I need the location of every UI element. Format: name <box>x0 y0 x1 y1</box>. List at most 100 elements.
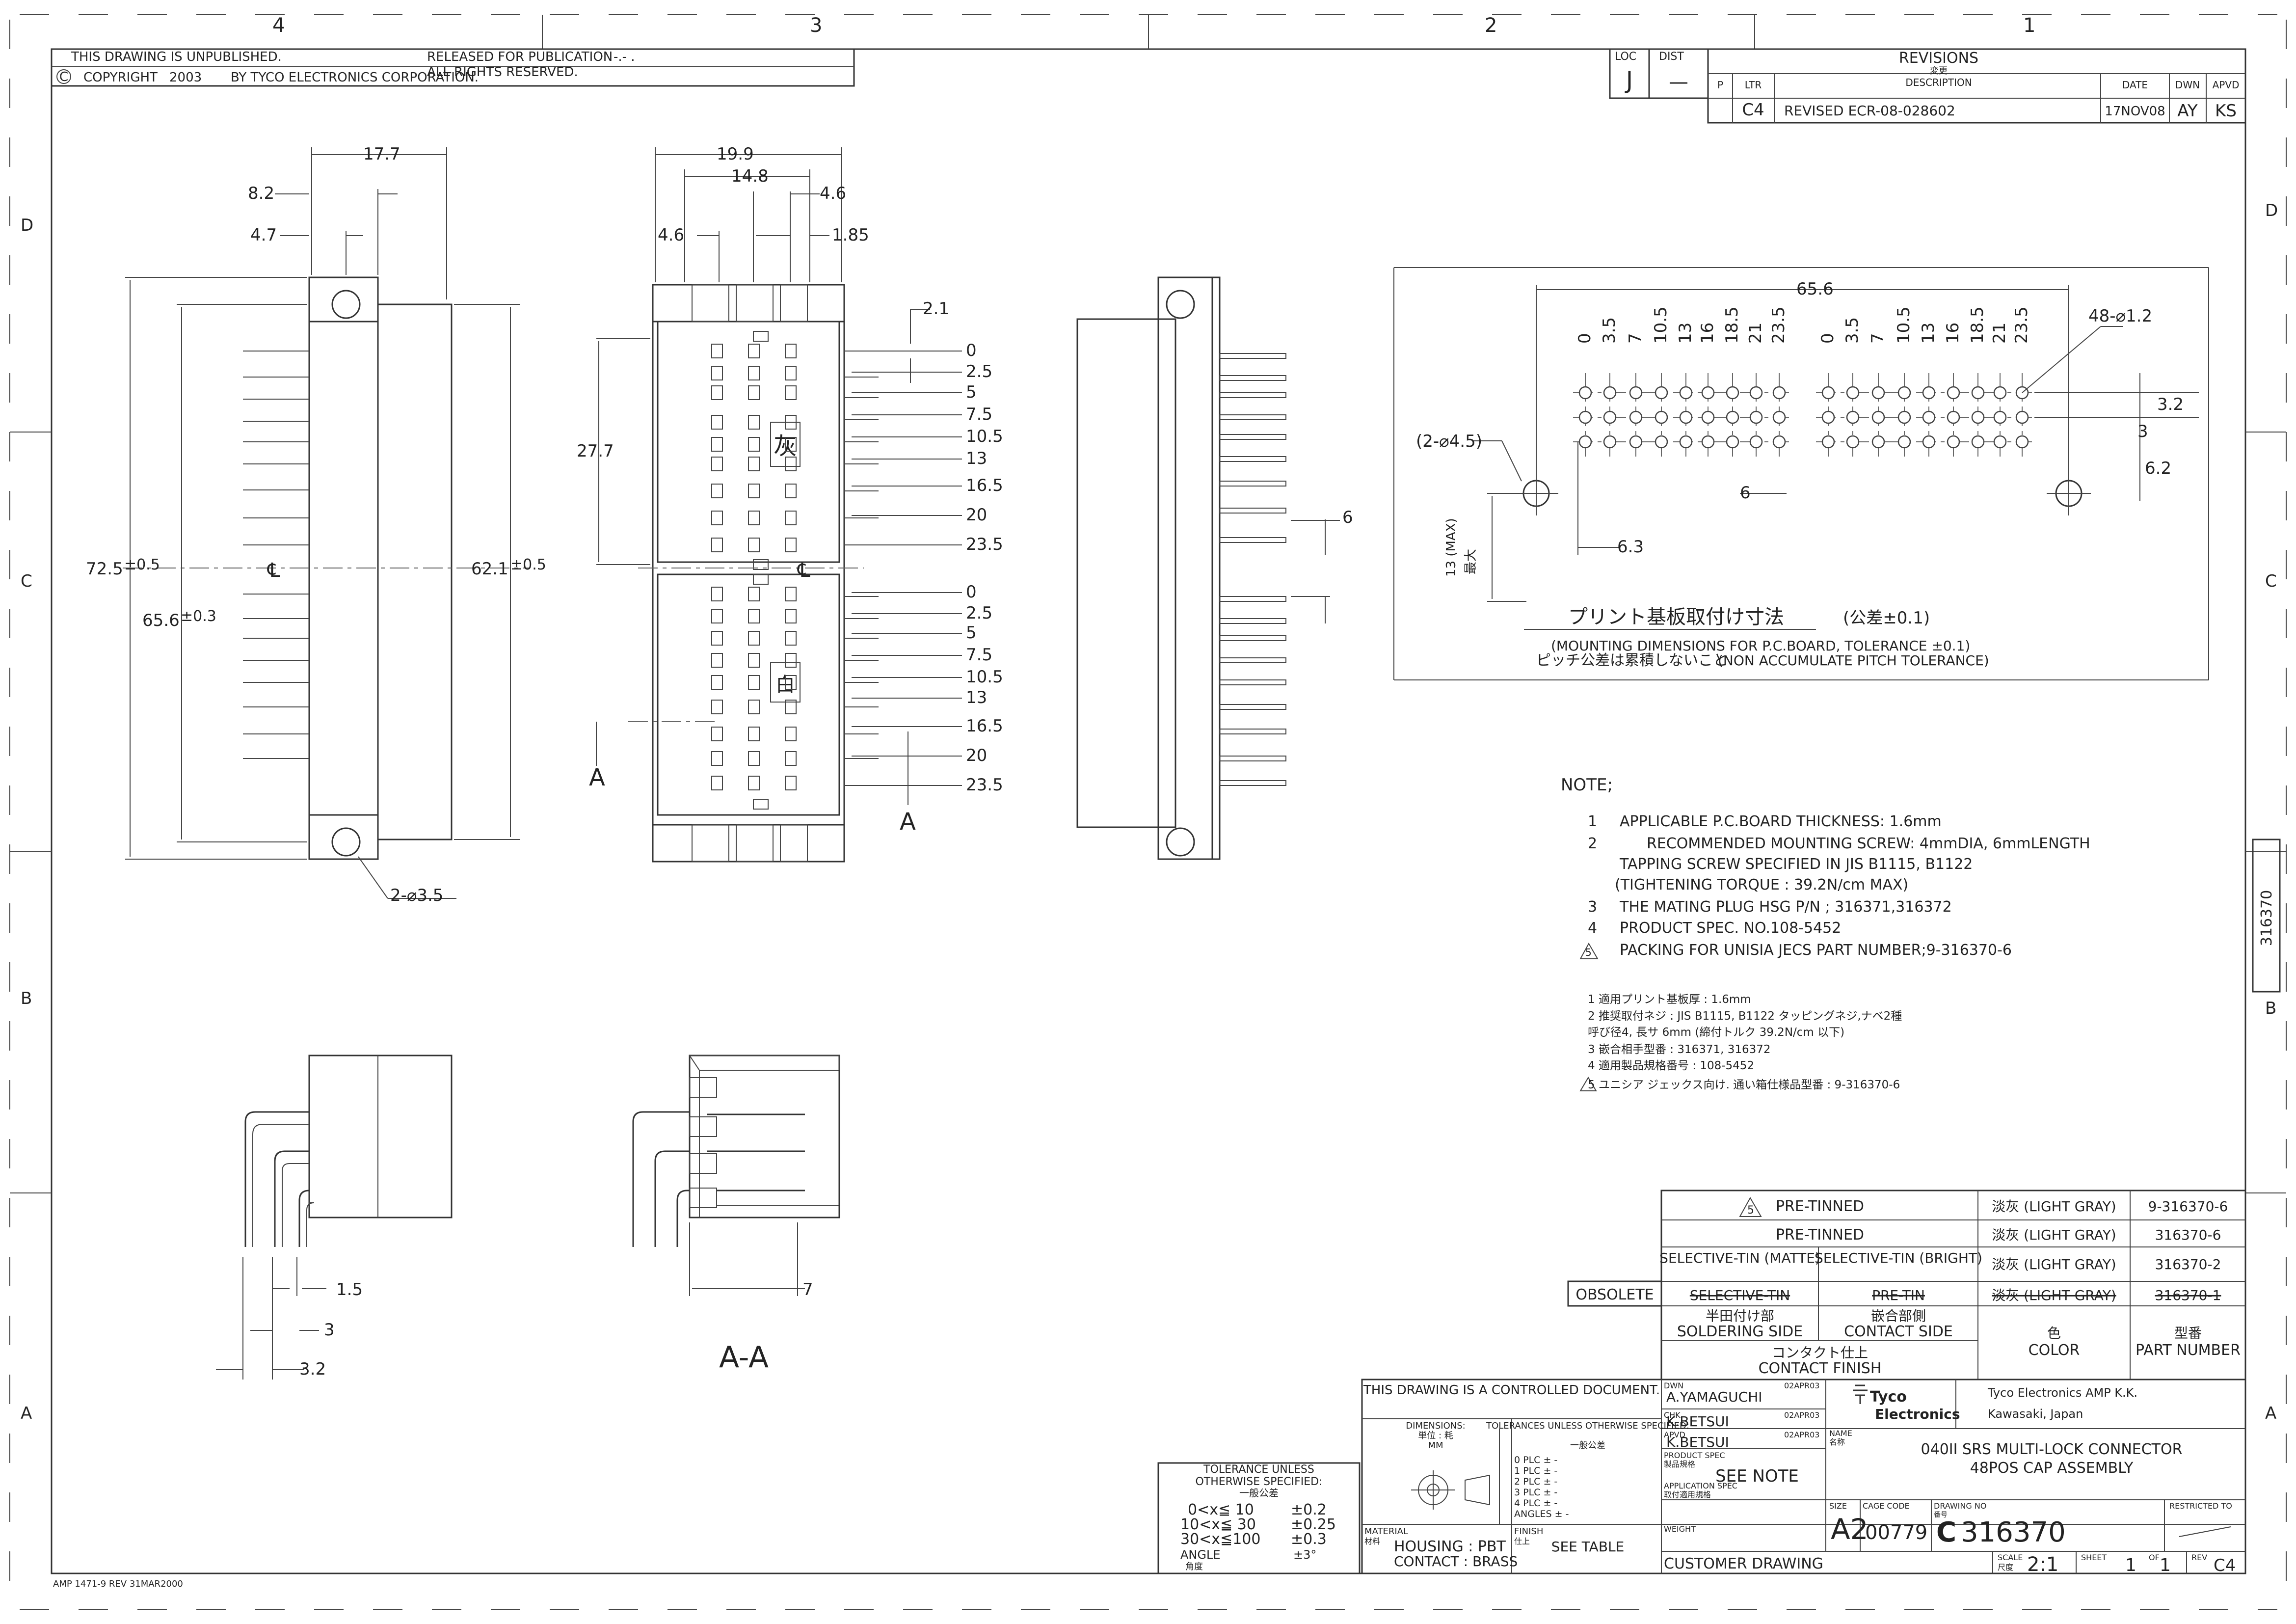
pcb-holes-callout: 48-⌀1.2 <box>2088 306 2152 326</box>
side-pin <box>1219 375 1286 381</box>
color-row-3: 淡灰 (LIGHT GRAY) <box>1992 1256 2116 1272</box>
pcb-title-jp: プリント基板取付け寸法 <box>1568 606 1784 628</box>
pcb-hole <box>1922 435 1936 449</box>
pcb-hole <box>1947 435 1960 449</box>
pitch-label: 13 <box>966 688 987 707</box>
zone-row-b-right: B <box>2265 999 2276 1018</box>
revisions-title: REVISIONS <box>1899 50 1978 67</box>
h-pn-jp: 型番 <box>2174 1325 2202 1341</box>
finish-table: OBSOLETE 5 PRE-TINNED PRE-TINNED SELECTI… <box>1567 1190 2246 1380</box>
dwg-no-jp: 番号 <box>1934 1511 1948 1519</box>
h-contact: CONTACT SIDE <box>1844 1323 1953 1340</box>
pin-cavity <box>711 587 723 601</box>
product-spec-jp: 製品規格 <box>1664 1460 1695 1469</box>
pcb-hole <box>1993 435 2007 449</box>
pitch-label: 20 <box>966 505 987 525</box>
tol-title: TOLERANCE UNLESS <box>1203 1463 1314 1476</box>
pcb-hole <box>1821 386 1835 400</box>
see-note: SEE NOTE <box>1715 1466 1799 1486</box>
rev-col-dwn: DWN <box>2175 79 2200 91</box>
tol-range-4: ANGLE <box>1180 1548 1221 1562</box>
dwn-date: 02APR03 <box>1784 1381 1819 1390</box>
notes-title: NOTE; <box>1561 775 1613 795</box>
dim-4-7: 4.7 <box>250 225 277 245</box>
copyright-year: 2003 <box>169 70 202 85</box>
of-value: 1 <box>2160 1555 2171 1575</box>
drawing-name-2: 48POS CAP ASSEMBLY <box>1970 1460 2134 1477</box>
pcb-hole <box>1679 435 1693 449</box>
side-view-pins <box>1219 353 1286 786</box>
sheet-label: SHEET <box>2081 1553 2107 1562</box>
pin-cavity <box>711 751 723 766</box>
material-housing: HOUSING : PBT <box>1394 1538 1506 1555</box>
company-name: Tyco Electronics AMP K.K. <box>1987 1386 2137 1400</box>
form-footer: AMP 1471-9 REV 31MAR2000 <box>53 1579 183 1589</box>
pin-cavity <box>748 457 760 471</box>
side-pin <box>1219 635 1286 641</box>
side-pin <box>1219 780 1286 786</box>
side-pin <box>1219 657 1286 663</box>
name-jp: 名称 <box>1829 1437 1845 1447</box>
pcb-hole <box>1701 435 1715 449</box>
color-row-4: 淡灰 (LIGHT GRAY) <box>1992 1287 2116 1303</box>
dim-72-5-tol: ±0.5 <box>124 556 160 573</box>
rev-col-date: DATE <box>2122 79 2148 91</box>
dim-65-6: 65.6 <box>142 611 180 630</box>
tol-range-1: 0<x≦ 10 <box>1188 1501 1254 1518</box>
pin-cavity <box>785 675 797 690</box>
tol-angle-jp: 角度 <box>1185 1562 1203 1572</box>
pitch-label: 5 <box>966 623 977 643</box>
pcb-hole <box>1749 435 1763 449</box>
pin-cavity <box>748 675 760 690</box>
side-pin <box>1219 537 1286 543</box>
pcb-holes <box>1573 373 2032 457</box>
tol-range-2: 10<x≦ 30 <box>1180 1516 1256 1533</box>
note-jp-flag-icon <box>1579 1077 1597 1091</box>
pcb-column-label: 3.5 <box>1842 317 1862 344</box>
pcb-dim-6-2: 6.2 <box>2145 459 2171 478</box>
tol-ub-label: TOLERANCES UNLESS OTHERWISE SPECIFIED: <box>1486 1421 1689 1431</box>
pcb-column-label: 10.5 <box>1894 306 1914 344</box>
pcb-hole <box>1871 410 1885 424</box>
dwn-label: DWN <box>1664 1381 1683 1390</box>
pcb-hole <box>1629 435 1643 449</box>
pcb-column-label: 3.5 <box>1600 317 1619 344</box>
section-label: A-A <box>719 1340 769 1375</box>
pin-cavity <box>785 631 797 646</box>
pcb-hole <box>2015 410 2029 424</box>
pcb-hole <box>1772 435 1786 449</box>
pin-cavity <box>748 385 760 400</box>
name-label: NAME <box>1829 1429 1852 1438</box>
dim-8-2: 8.2 <box>248 184 274 203</box>
pcb-column-label: 13 <box>1919 323 1938 344</box>
finish-row-4-contact: PRE-TIN <box>1872 1287 1925 1303</box>
plc-1: 1 PLC ± - <box>1514 1465 1557 1476</box>
tol-title-2: OTHERWISE SPECIFIED: <box>1195 1476 1322 1488</box>
material-label: MATERIAL <box>1364 1526 1408 1537</box>
pcb-column-label: 0 <box>1818 333 1838 344</box>
zone-row-c-left: C <box>21 571 32 591</box>
loc-label: LOC <box>1615 51 1636 63</box>
finish-value: SEE TABLE <box>1551 1539 1625 1555</box>
pin-cavity <box>785 344 797 358</box>
dim-72-5: 72.5 <box>86 559 123 579</box>
pin-cavity <box>785 511 797 525</box>
pcb-hole <box>1871 386 1885 400</box>
side-pin <box>1219 434 1286 440</box>
pcb-column-label: 16 <box>1943 323 1963 344</box>
pin-cavity <box>748 700 760 714</box>
material-contact: CONTACT : BRASS <box>1394 1553 1518 1570</box>
rev-col-ltr: LTR <box>1745 79 1762 91</box>
tol-title-jp: 一般公差 <box>1239 1487 1279 1499</box>
pcb-column-label: 21 <box>1746 323 1765 344</box>
projection-symbol-icon <box>1411 1470 1490 1510</box>
dim-1-85: 1.85 <box>832 225 869 245</box>
pitch-label: 10.5 <box>966 427 1003 446</box>
pin-cavity <box>711 366 723 380</box>
pcb-column-label: 18.5 <box>1968 306 1987 344</box>
dims-unit: MM <box>1428 1440 1443 1451</box>
h-solder: SOLDERING SIDE <box>1677 1323 1803 1340</box>
pcb-pitch-jp: ピッチ公差は累積しないこと <box>1536 652 1728 669</box>
dwg-number: 316370 <box>1961 1516 2066 1548</box>
